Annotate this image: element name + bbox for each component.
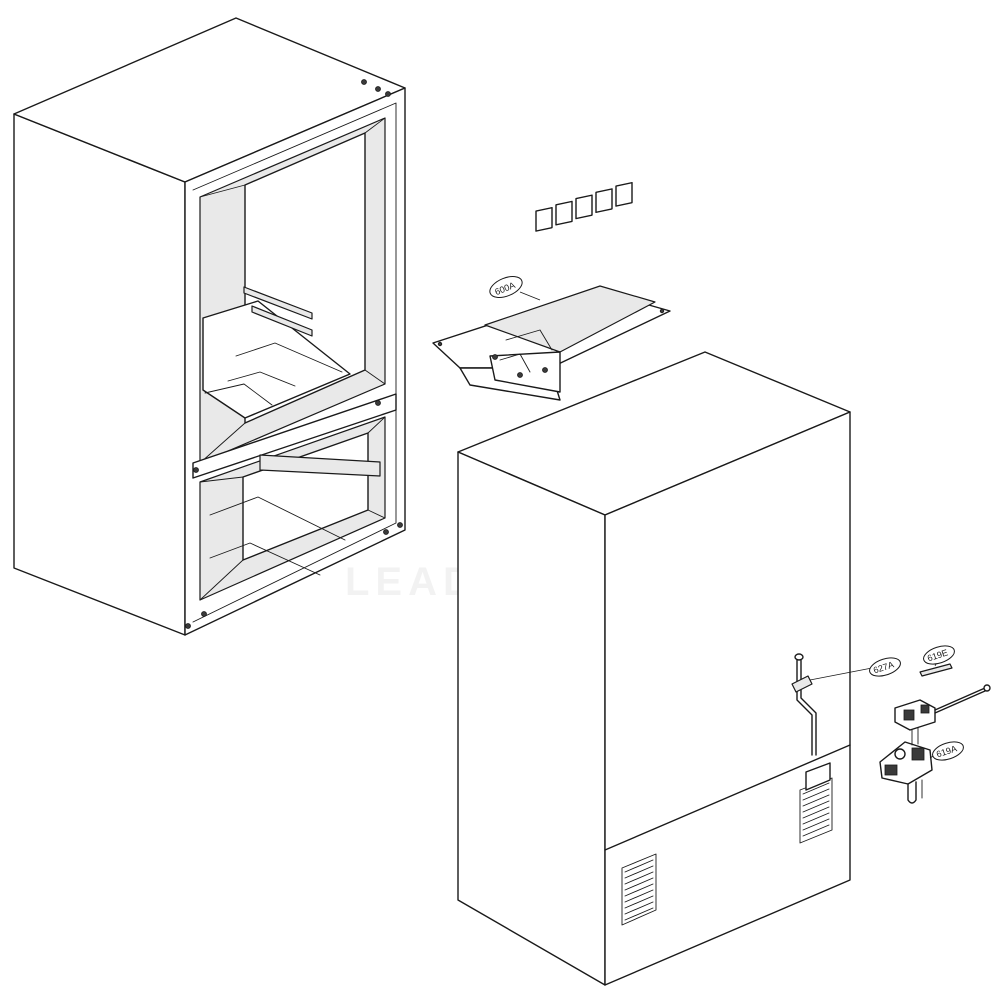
cabinet-mullion [192, 393, 397, 479]
callout-600a: 600A [489, 276, 541, 301]
screw-dot [383, 529, 389, 535]
cabinet-side-panel [13, 113, 186, 636]
screw-dot [193, 467, 199, 473]
shelf-rail-lower [251, 305, 313, 337]
callout-627a: 627A [809, 657, 901, 681]
shelf-rail-upper [243, 286, 313, 320]
screw-dot [375, 86, 381, 92]
fresh-food-floor [202, 300, 351, 419]
clip-part [919, 663, 953, 677]
freezer-rail [259, 454, 381, 477]
ice-bin-tray [484, 285, 656, 353]
callout-619a: 619A [929, 741, 964, 761]
water-tube-icon [791, 653, 817, 756]
refrigerator-back-icon [457, 351, 851, 986]
clip-icon [919, 663, 953, 677]
rear-access-panel [805, 762, 831, 791]
screw-dot [397, 522, 403, 528]
callout-619e: 619E [923, 645, 955, 667]
screw-dot [361, 79, 367, 85]
tube-bracket [791, 675, 813, 693]
water-valve-icon [879, 684, 991, 804]
ice-bin-compartment [535, 206, 553, 232]
refrigerator-cabinet-icon [13, 17, 406, 636]
ice-bin-compartment [555, 200, 573, 226]
back-cabinet-rear-panel [604, 411, 851, 986]
ice-bin-assembly-icon [432, 181, 671, 401]
ice-bin-compartment [595, 188, 613, 214]
screw-dot [185, 623, 191, 629]
upper-valve-body [894, 699, 936, 731]
screw-dot [385, 91, 391, 97]
side-vent [621, 853, 657, 926]
screw-dot [201, 611, 207, 617]
screw-dot [375, 400, 381, 406]
ice-bin-compartment [615, 181, 633, 207]
back-cabinet-side [457, 451, 606, 986]
ice-bin-compartment [575, 194, 593, 220]
